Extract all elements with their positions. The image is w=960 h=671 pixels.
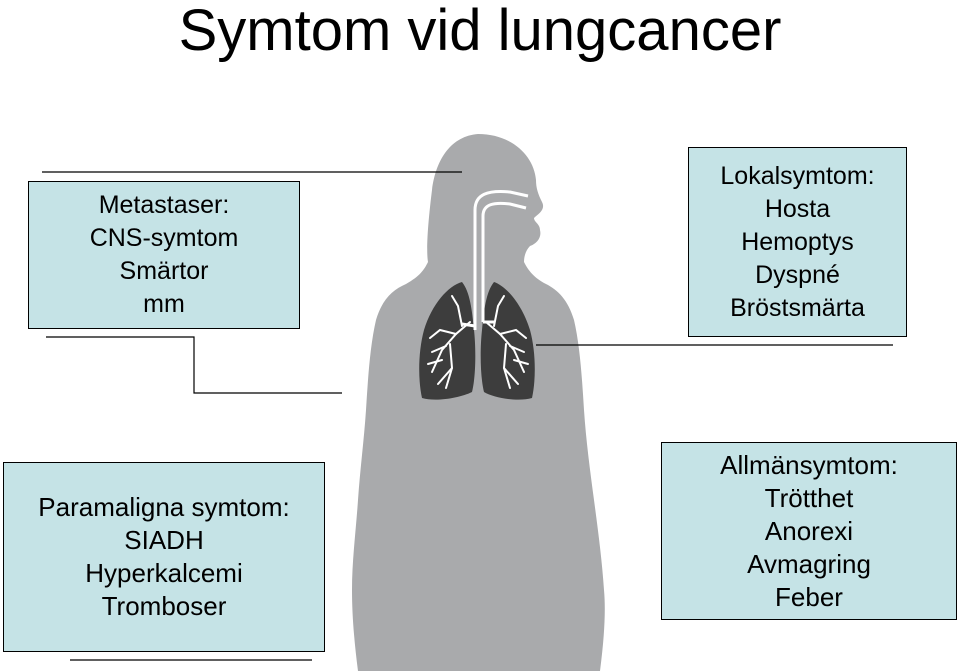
page-title: Symtom vid lungcancer xyxy=(178,0,782,63)
allmansymtom-item: Feber xyxy=(775,581,843,612)
paramaligna-box: Paramaligna symtom: SIADH Hyperkalcemi T… xyxy=(3,462,325,652)
metastaser-item: Smärtor xyxy=(119,257,209,285)
trachea xyxy=(461,190,529,330)
lokalsymtom-heading: Lokalsymtom: xyxy=(720,161,875,190)
paramaligna-heading: Paramaligna symtom: xyxy=(38,492,290,522)
metastaser-item: CNS-symtom xyxy=(89,224,239,252)
lokalsymtom-item: Hemoptys xyxy=(741,227,854,256)
right-lung xyxy=(480,282,535,400)
lokalsymtom-item: Hosta xyxy=(764,194,831,223)
metastaser-heading: Metastaser: xyxy=(98,191,230,219)
allmansymtom-heading: Allmänsymtom: xyxy=(720,449,898,480)
lokalsymtom-box: Lokalsymtom: Hosta Hemoptys Dyspné Bröst… xyxy=(688,147,907,337)
metastaser-box: Metastaser: CNS-symtom Smärtor mm xyxy=(28,181,300,329)
bronchial-tree xyxy=(427,295,529,389)
female-silhouette-icon xyxy=(352,134,605,671)
paramaligna-item: SIADH xyxy=(124,525,204,555)
metastaser-item: mm xyxy=(143,290,185,318)
paramaligna-item: Hyperkalcemi xyxy=(85,558,243,588)
lokalsymtom-item: Dyspné xyxy=(755,260,840,289)
connector-metastaser-bend xyxy=(46,336,342,394)
allmansymtom-box: Allmänsymtom: Trötthet Anorexi Avmagring… xyxy=(661,442,957,620)
allmansymtom-item: Anorexi xyxy=(764,515,854,546)
paramaligna-item: Tromboser xyxy=(101,591,227,621)
allmansymtom-item: Trötthet xyxy=(764,482,854,513)
lokalsymtom-item: Bröstsmärta xyxy=(730,293,865,322)
allmansymtom-item: Avmagring xyxy=(747,548,871,579)
connector-lines xyxy=(42,171,893,661)
lungs-icon xyxy=(419,190,535,400)
